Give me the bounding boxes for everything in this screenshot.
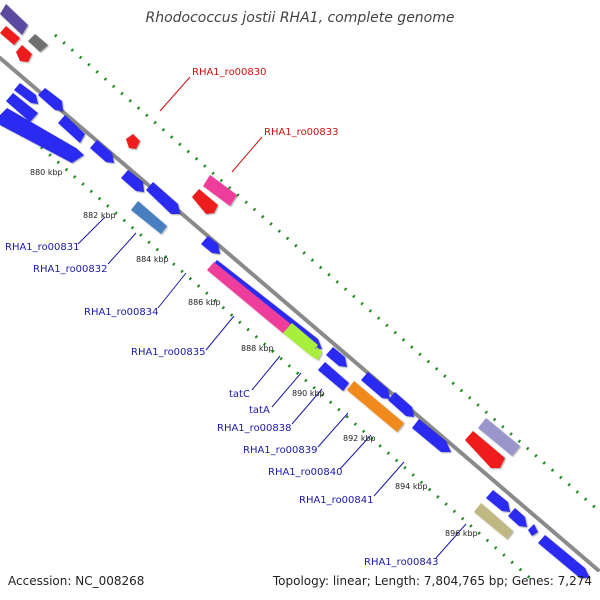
upper-strand-genes <box>0 4 520 468</box>
accession-text: Accession: NC_008268 <box>8 574 145 588</box>
gene-tatC[interactable] <box>283 323 318 355</box>
tick-label: 884 kbp <box>136 255 169 264</box>
gene-upper-red-b[interactable] <box>16 45 32 62</box>
gene-ro00830[interactable] <box>126 134 140 149</box>
gene-label-ro00834[interactable]: RHA1_ro00834 <box>84 307 159 318</box>
leader-ro00843 <box>435 523 467 559</box>
tick-label: 894 kbp <box>395 482 428 491</box>
tick-label: 892 kbp <box>343 434 376 443</box>
gene-ro00839[interactable] <box>347 381 404 432</box>
gene-label-ro00840[interactable]: RHA1_ro00840 <box>268 467 343 478</box>
leader-lines-forward <box>77 216 467 559</box>
map-title: Rhodococcus jostii RHA1, complete genome <box>145 10 455 26</box>
gene-labels-forward: RHA1_ro00831 RHA1_ro00832 RHA1_ro00834 R… <box>5 242 439 568</box>
leader-ro00834 <box>157 272 187 309</box>
gene-label-ro00841[interactable]: RHA1_ro00841 <box>299 495 374 506</box>
leader-ro00830 <box>159 76 191 112</box>
tick-label: 880 kbp <box>30 168 63 177</box>
tick-label: 882 kbp <box>83 211 116 220</box>
gene-ro00832[interactable] <box>131 201 167 234</box>
gene-lower-8[interactable] <box>146 182 180 214</box>
tick-label: 888 kbp <box>241 344 274 353</box>
leader-ro00833 <box>231 136 263 173</box>
gene-lower-11[interactable] <box>361 372 390 399</box>
gene-lower-9[interactable] <box>201 236 220 254</box>
gene-lower-5[interactable] <box>58 115 85 143</box>
gene-label-tatA[interactable]: tatA <box>249 405 270 416</box>
gene-label-ro00838[interactable]: RHA1_ro00838 <box>217 423 292 434</box>
gene-lower-13[interactable] <box>486 490 510 512</box>
leader-ro00840 <box>339 434 372 470</box>
gene-lower-7[interactable] <box>121 170 144 192</box>
tick-label: 896 kbp <box>445 529 478 538</box>
gene-label-ro00830[interactable]: RHA1_ro00830 <box>192 67 267 78</box>
gene-label-ro00831[interactable]: RHA1_ro00831 <box>5 242 80 253</box>
leader-ro00838 <box>291 388 323 425</box>
leader-ro00835 <box>205 315 235 351</box>
leader-ro00841 <box>373 461 405 497</box>
gene-upper-lavender[interactable] <box>478 418 520 456</box>
leader-tatA <box>271 372 302 408</box>
gene-upper-gray[interactable] <box>28 34 48 52</box>
gene-lower-14[interactable] <box>508 508 527 527</box>
leader-tatC <box>251 355 281 391</box>
leader-ro00832 <box>107 232 137 265</box>
gene-lower-4[interactable] <box>0 108 84 163</box>
gene-lower-6[interactable] <box>90 140 114 163</box>
guide-line-upper <box>54 33 599 512</box>
gene-lower-12[interactable] <box>388 392 414 417</box>
leader-ro00839 <box>317 412 349 448</box>
gene-label-ro00832[interactable]: RHA1_ro00832 <box>33 264 108 275</box>
topology-text: Topology: linear; Length: 7,804,765 bp; … <box>272 574 592 588</box>
gene-ro00838[interactable] <box>318 362 349 391</box>
gene-ro00840[interactable] <box>412 419 451 452</box>
gene-upper-red-c[interactable] <box>192 189 218 214</box>
gene-upper-red-d[interactable] <box>465 431 505 468</box>
gene-ro00835[interactable] <box>207 262 292 334</box>
tick-label: 890 kbp <box>292 389 325 398</box>
gene-lower-15[interactable] <box>528 524 538 536</box>
gene-label-tatC[interactable]: tatC <box>229 389 250 400</box>
gene-upper-purple[interactable] <box>0 4 28 35</box>
gene-label-ro00835[interactable]: RHA1_ro00835 <box>131 347 206 358</box>
leader-lines-reverse <box>159 76 263 173</box>
gene-lower-16[interactable] <box>538 535 590 578</box>
gene-lower-1[interactable] <box>14 83 38 104</box>
gene-labels-reverse: RHA1_ro00830 RHA1_ro00833 <box>192 67 339 138</box>
lower-strand-genes <box>0 83 590 578</box>
tick-label: 886 kbp <box>188 298 221 307</box>
gene-lower-3[interactable] <box>6 93 38 122</box>
gene-label-ro00839[interactable]: RHA1_ro00839 <box>243 445 318 456</box>
gene-label-ro00843[interactable]: RHA1_ro00843 <box>364 557 439 568</box>
gene-upper-red-a[interactable] <box>0 26 20 45</box>
gene-ro00833[interactable] <box>203 175 237 206</box>
gene-label-ro00833[interactable]: RHA1_ro00833 <box>264 127 339 138</box>
gene-lower-10[interactable] <box>326 347 347 367</box>
tick-labels: 880 kbp 882 kbp 884 kbp 886 kbp 888 kbp … <box>30 168 478 538</box>
gene-lower-2[interactable] <box>38 88 63 111</box>
gene-ro00843[interactable] <box>474 503 513 539</box>
gene-tatA[interactable] <box>310 347 322 360</box>
leader-ro00831 <box>77 216 106 245</box>
